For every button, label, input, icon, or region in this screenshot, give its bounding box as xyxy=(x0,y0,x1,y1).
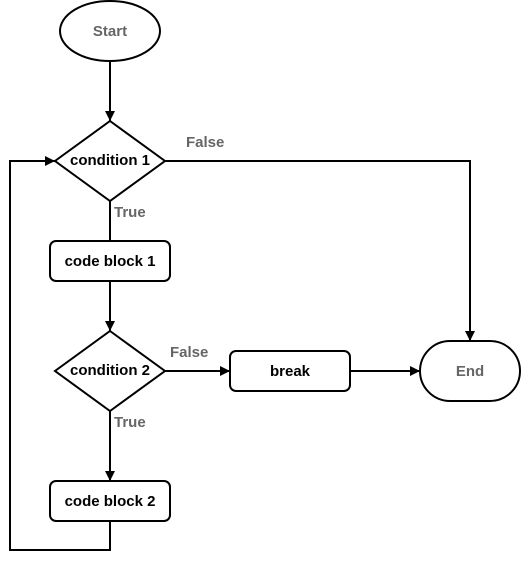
condition1-diamond xyxy=(53,119,167,203)
code-block1-label: code block 1 xyxy=(65,253,156,270)
condition1-false-label: False xyxy=(186,134,224,151)
code-block1-box xyxy=(49,240,171,282)
start-label: Start xyxy=(93,23,127,40)
break-label: break xyxy=(270,363,311,380)
node-code-block2: code block 2 xyxy=(49,480,171,522)
condition1-true-label: True xyxy=(114,204,146,221)
node-start: Start xyxy=(59,0,161,62)
node-break: break xyxy=(229,350,351,392)
break-box xyxy=(229,350,351,392)
node-condition2: condition 2 xyxy=(53,329,167,413)
code-block2-label: code block 2 xyxy=(65,493,156,510)
condition1-label: condition 1 xyxy=(70,152,150,169)
condition2-label: condition 2 xyxy=(70,362,150,379)
condition2-false-label: False xyxy=(170,344,208,361)
edge-labels: False True False True xyxy=(114,134,224,431)
edges xyxy=(9,62,475,551)
edge-condition1-false-to-end xyxy=(165,160,475,341)
node-code-block1: code block 1 xyxy=(49,240,171,282)
end-label: End xyxy=(456,363,484,380)
start-ellipse xyxy=(59,0,161,62)
condition2-diamond xyxy=(53,329,167,413)
code-block2-box xyxy=(49,480,171,522)
edge-code-block2-loop-to-condition1 xyxy=(9,156,111,551)
condition2-true-label: True xyxy=(114,414,146,431)
node-condition1: condition 1 xyxy=(53,119,167,203)
node-end: End xyxy=(419,340,521,402)
end-terminal xyxy=(419,340,521,402)
